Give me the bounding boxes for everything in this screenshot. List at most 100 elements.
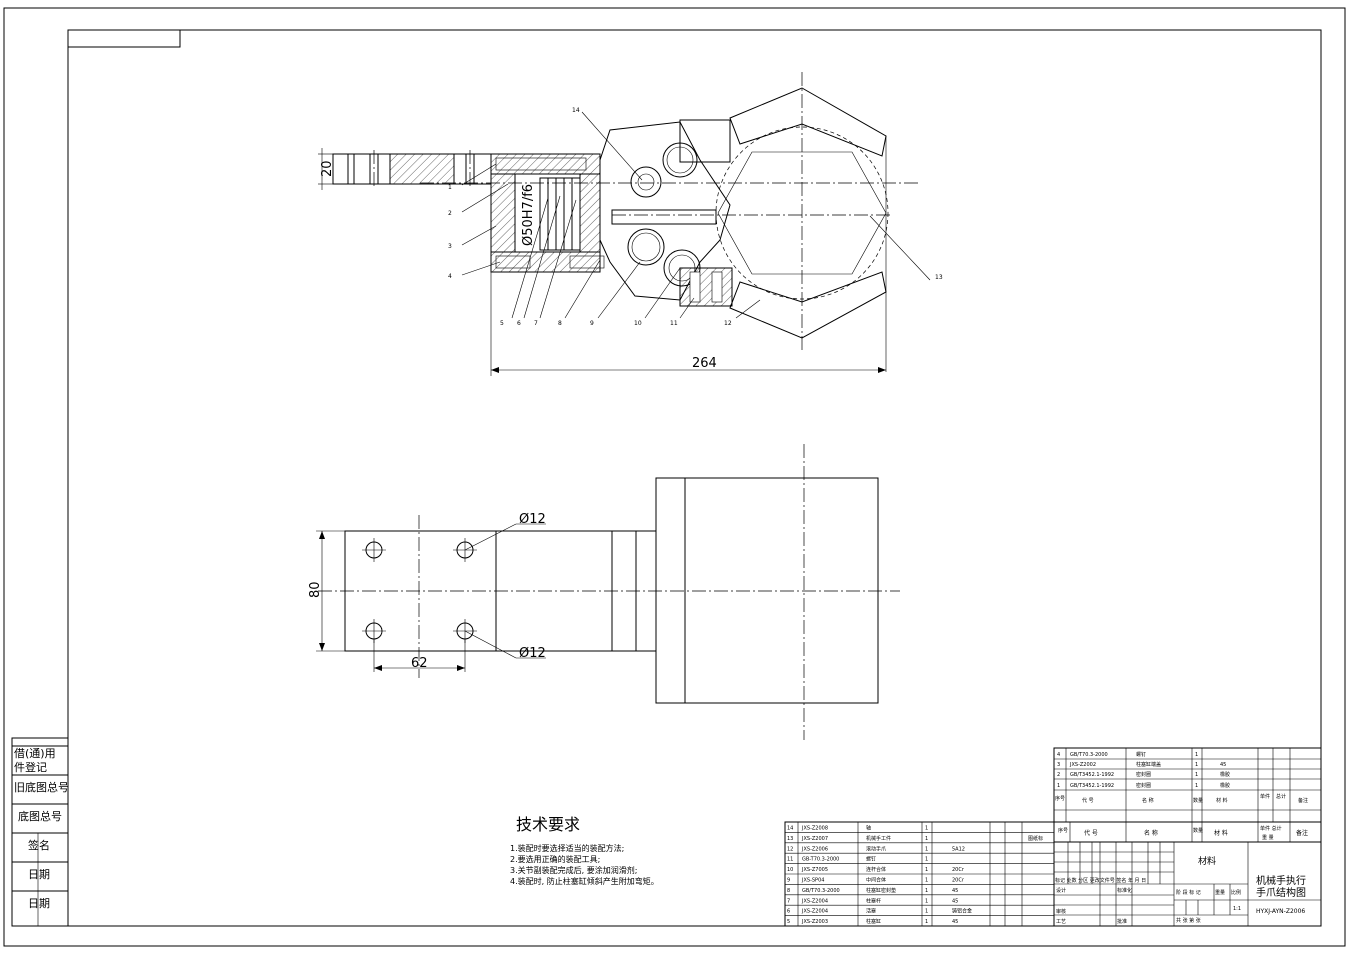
- bom-upper-r3-code: GB/T3452.1-1992: [1070, 772, 1114, 778]
- bom-upper-r1-no: 4: [1057, 752, 1060, 758]
- dim-80: 80: [308, 581, 323, 598]
- bom-upper-r3-name: 密封圈: [1136, 771, 1151, 778]
- strip-row-4: 底图总号: [18, 809, 62, 823]
- tech-item-1: 1.装配时要选择适当的装配方法;: [510, 843, 624, 853]
- bom-upper-r2-mat: 45: [1220, 762, 1226, 768]
- bom-upper-r3-no: 2: [1057, 772, 1060, 778]
- corner-box: [67, 29, 181, 48]
- bom-lower-cell-name: 滚动手爪: [866, 845, 886, 852]
- dim-20: 20: [320, 160, 335, 177]
- tb-h-mass: 重 量: [1262, 834, 1274, 841]
- bom-upper-r4-name: 密封圈: [1136, 782, 1151, 789]
- bom-upper-h-name: 名 称: [1142, 797, 1154, 804]
- bom-upper-h-total: 总计: [1276, 793, 1286, 800]
- bom-upper-r4-no: 1: [1057, 783, 1060, 789]
- callout-14: 14: [572, 107, 580, 114]
- bom-lower-cell-name: 连杆合体: [866, 866, 886, 873]
- bom-upper-r1-code: GB/T70.3-2000: [1070, 752, 1108, 758]
- callout-6: 6: [517, 320, 521, 327]
- bom-lower-cell-code: JXS-Z2008: [801, 826, 828, 832]
- bom-upper-r3-mat: 橡胶: [1220, 771, 1230, 778]
- tb-h-no: 序号: [1058, 827, 1068, 834]
- bom-upper-r1-name: 螺钉: [1136, 751, 1146, 758]
- tb-sheets: 共 张 第 张: [1176, 917, 1201, 924]
- dim-hole-top: Ø12: [519, 512, 546, 527]
- bom-lower-cell-code: GB-T70.3-2000: [802, 857, 839, 863]
- bom-upper-h-code: 代 号: [1082, 797, 1094, 804]
- bom-lower-cell-no: 11: [787, 857, 793, 863]
- bom-lower-cell-qty: 1: [925, 846, 928, 852]
- tb-scale: 1:1: [1233, 906, 1241, 912]
- bom-lower-cell-no: 6: [787, 909, 790, 915]
- tb-h-remark: 备注: [1296, 829, 1308, 837]
- bom-lower-cell-code: JXS-Z2007: [801, 836, 828, 842]
- outer-border: [3, 7, 1346, 947]
- bom-upper-h-no: 序号: [1055, 795, 1065, 802]
- bom-lower-cell-qty: 1: [925, 898, 928, 904]
- inner-border: [67, 29, 1322, 927]
- bottom-view: 80 62 Ø12 Ø12: [308, 444, 900, 740]
- tb-approve: 批准: [1117, 918, 1127, 925]
- tb-material: 材料: [1198, 855, 1216, 867]
- callout-5: 5: [500, 320, 504, 327]
- tb-craft: 工艺: [1056, 919, 1066, 925]
- bom-lower-cell-code: JXS-SP04: [801, 878, 824, 884]
- bom-lower-cell-code: JXS-Z2004: [801, 898, 828, 904]
- bom-lower-cell-mat: 45: [952, 888, 958, 894]
- callout-1: 1: [448, 184, 452, 191]
- callout-3: 3: [448, 243, 452, 250]
- dim-62: 62: [411, 656, 428, 671]
- bom-upper: 4 GB/T70.3-2000 螺钉 1 3 JXS-Z2002 柱塞缸端盖 1…: [1053, 747, 1322, 823]
- top-view: 264 20 Ø50H7/f6 1 2 3 4 5: [318, 72, 943, 376]
- bom-upper-r4-mat: 橡胶: [1220, 782, 1230, 789]
- tb-weight: 重量: [1215, 889, 1225, 896]
- bom-lower-cell-name: 柱塞杆: [866, 897, 881, 904]
- bom-upper-h-qty: 数量: [1193, 797, 1203, 804]
- bom-lower-cell-code: JXS-Z2003: [801, 919, 828, 925]
- bom-upper-r2-no: 3: [1057, 762, 1060, 768]
- bom-upper-r2-name: 柱塞缸端盖: [1136, 761, 1161, 768]
- tech-item-2: 2.要选用正确的装配工具;: [510, 854, 600, 864]
- bom-lower-cell-mat: 45: [952, 898, 958, 904]
- bom-lower-cell-qty: 1: [925, 878, 928, 884]
- bom-lower-cell-qty: 1: [925, 826, 928, 832]
- bom-lower-cell-name: 活塞: [866, 908, 876, 915]
- bom-lower-cell-mat: 20Cr: [952, 867, 965, 873]
- bom-lower-cell-qty: 1: [925, 888, 928, 894]
- strip-row-5: 签名: [28, 838, 50, 852]
- callout-12: 12: [724, 320, 732, 327]
- bom-lower-cell-no: 10: [787, 867, 793, 873]
- bom-upper-r2-code: JXS-Z2002: [1069, 762, 1096, 768]
- tb-h-mat: 材 料: [1214, 829, 1228, 837]
- callout-13: 13: [935, 274, 943, 281]
- bom-lower-cell-mat: 20Cr: [952, 878, 965, 884]
- bom-lower-cell-no: 12: [787, 846, 793, 852]
- dim-fit: Ø50H7/f6: [521, 184, 536, 246]
- tb-h-name: 名 称: [1144, 829, 1158, 837]
- bom-lower-cell-no: 14: [787, 826, 793, 832]
- bom-upper-r4-code: GB/T3452.1-1992: [1070, 783, 1114, 789]
- tb-drawing-no: HYXJ-AYN-Z2006: [1256, 908, 1305, 915]
- bom-lower-cell-code: GB/T70.3-2000: [802, 888, 840, 894]
- bom-lower-cell-no: 5: [787, 919, 790, 925]
- tb-stage: 阶 段 标 记: [1176, 889, 1201, 896]
- bom-lower-cell-qty: 1: [925, 867, 928, 873]
- tb-rev-header: 标记 处数 分区 更改文件号 签名 年 月 日: [1055, 877, 1146, 884]
- bom-lower-cell-qty: 1: [925, 909, 928, 915]
- bom-lower-cell-no: 9: [787, 878, 790, 884]
- bom-lower-cell-code: JXS-Z2004: [801, 909, 828, 915]
- bom-lower-cell-no: 7: [787, 898, 790, 904]
- strip-row-1: 借(通)用: [14, 747, 56, 760]
- left-strip: 借(通)用 件登记 旧底图总号 底图总号 签名 日期 日期: [11, 737, 69, 927]
- bom-lower-cell-code: JXS-Z2006: [801, 846, 828, 852]
- top-view-callouts: 1 2 3 4 5 6 7 8 9 10 11 12 13 14: [448, 107, 943, 327]
- bom-lower-cell-code: JXS-Z7005: [801, 867, 828, 873]
- bom-upper-r4-qty: 1: [1195, 783, 1198, 789]
- bom-upper-h-mat: 材 料: [1216, 797, 1228, 804]
- tb-design: 设计: [1056, 887, 1066, 894]
- bom-upper-h-unit: 单件: [1260, 793, 1270, 800]
- strip-row-2: 件登记: [14, 760, 47, 774]
- tech-item-3: 3.关节副装配完成后, 要涂加润滑剂;: [510, 865, 637, 875]
- bom-lower-cell-no: 8: [787, 888, 790, 894]
